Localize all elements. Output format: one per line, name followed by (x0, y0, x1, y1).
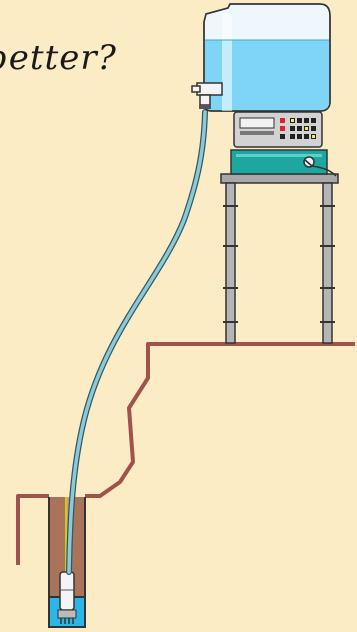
water-jug-icon (203, 3, 331, 112)
instrument-stand (220, 173, 339, 344)
headline-text: better? (0, 38, 117, 78)
battery-box-icon (230, 149, 337, 177)
spigot-icon (191, 82, 223, 109)
pump-controller-icon (233, 111, 323, 148)
submersible-pump-icon (57, 571, 77, 624)
ground-profile (16, 342, 355, 565)
